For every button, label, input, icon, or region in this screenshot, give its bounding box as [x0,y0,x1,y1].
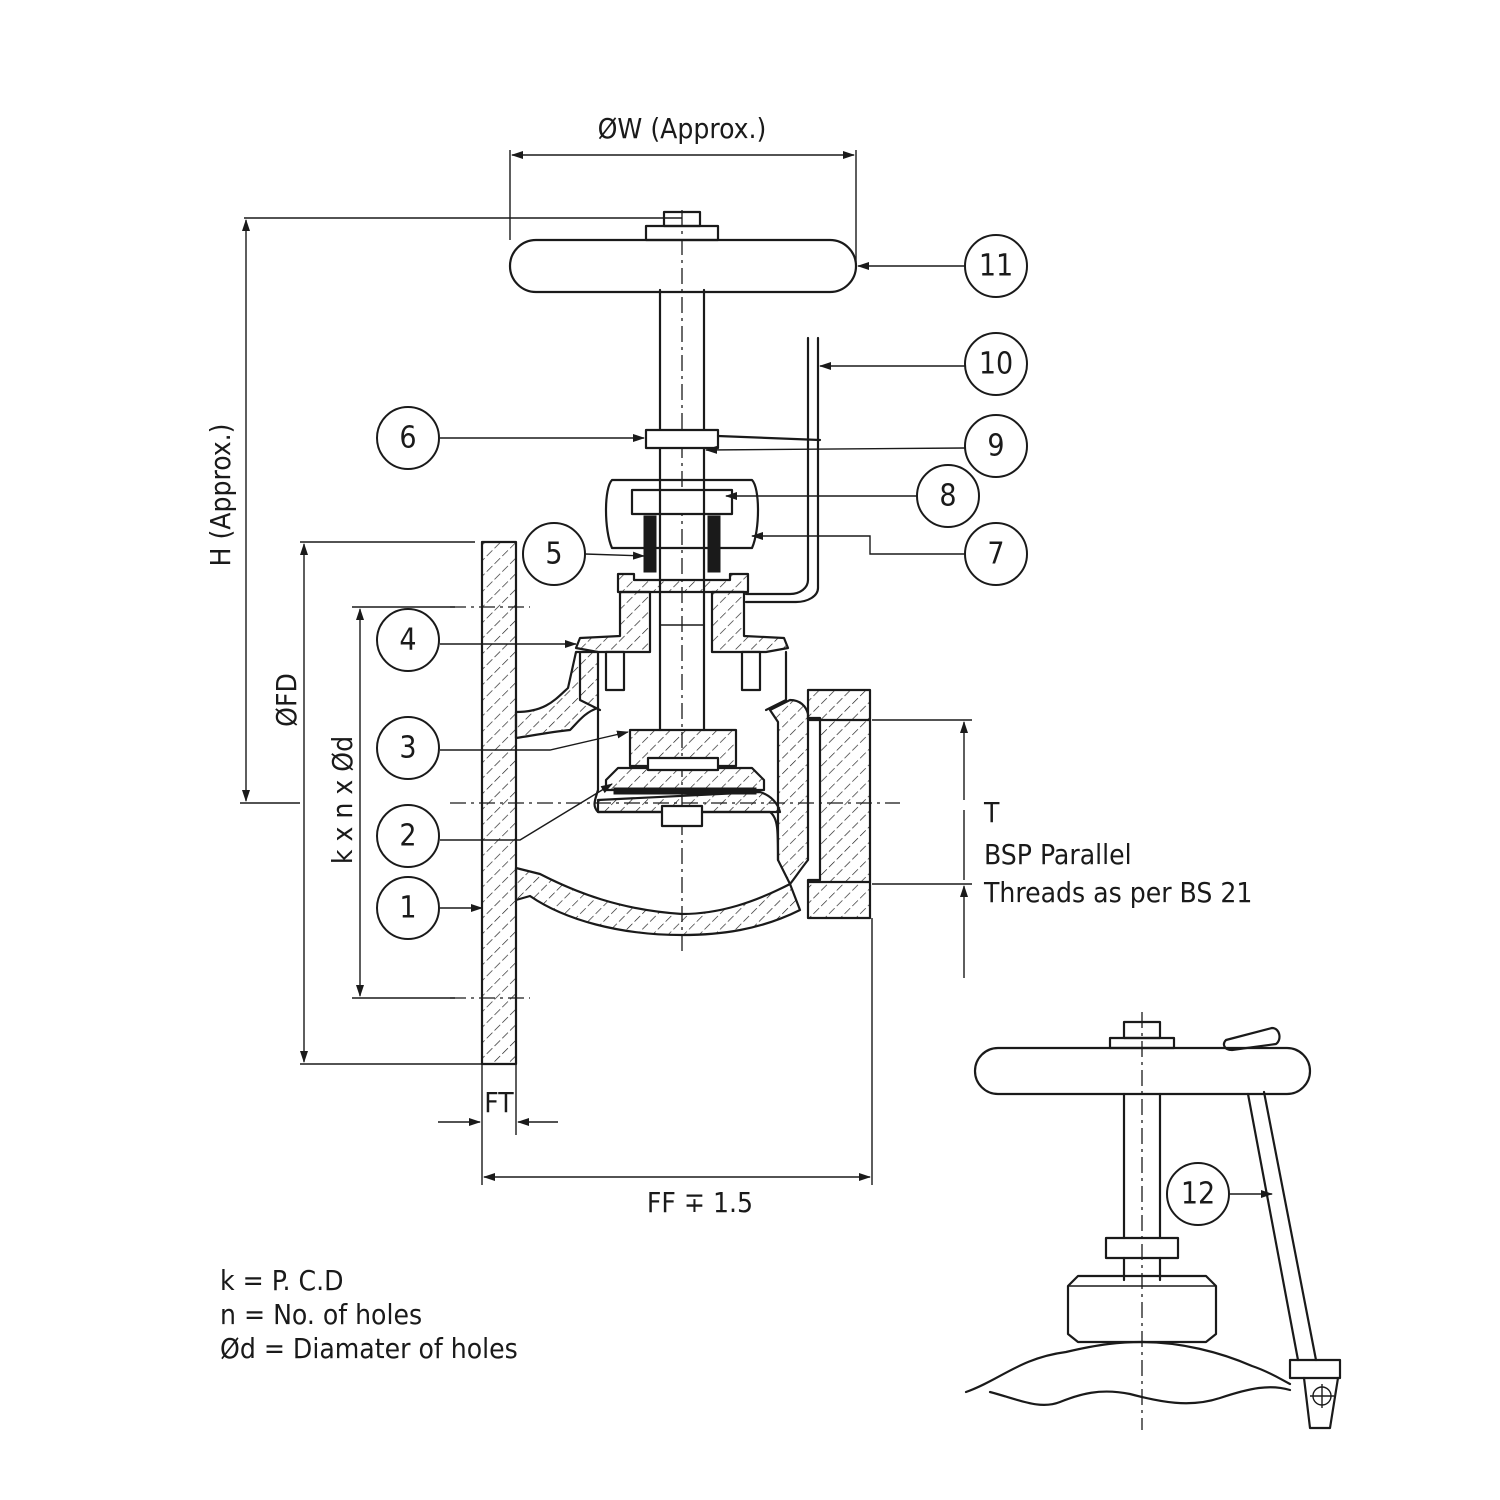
part-balloons: 1 2 3 4 5 6 7 8 9 10 11 12 [376,234,1230,1226]
washer [644,428,720,450]
legend-d: Ød = Diamater of holes [220,1332,518,1365]
svg-text:9: 9 [987,429,1004,464]
thread-spec-line1: BSP Parallel [984,838,1132,871]
valve-section-view [450,210,900,1066]
indicator-plate [744,336,820,604]
detail-view-locking-lever [964,1012,1342,1430]
svg-text:1: 1 [399,891,416,926]
gland-packing [616,488,750,594]
valve-body [514,650,872,937]
bolt-pattern-label: k x n x Ød [326,736,359,864]
legend: k = P. C.D n = No. of holes Ød = Diamate… [220,1264,518,1365]
thread-spec-line2: Threads as per BS 21 [983,876,1252,909]
svg-text:11: 11 [979,249,1013,284]
svg-text:8: 8 [939,479,956,514]
svg-text:5: 5 [545,537,562,572]
part-balloon-3: 3 [376,716,440,780]
flange-diameter-label: ØFD [270,673,303,727]
svg-text:3: 3 [399,731,416,766]
part-balloon-6: 6 [376,406,440,470]
svg-text:6: 6 [399,421,416,456]
part-balloon-4: 4 [376,608,440,672]
face-to-face-label: FF ∓ 1.5 [647,1186,753,1219]
legend-k: k = P. C.D [220,1264,344,1297]
svg-text:12: 12 [1181,1177,1215,1212]
handwheel-diameter-label: ØW (Approx.) [598,112,767,145]
gland-nut [604,478,760,550]
handwheel [508,210,858,294]
leader-lines [440,262,1273,1198]
flange [450,540,530,1066]
part-balloon-1: 1 [376,876,440,940]
svg-text:2: 2 [399,819,416,854]
svg-text:10: 10 [979,347,1013,382]
dimensions: ØW (Approx.) H (Approx.) ØFD k x n x Ød … [204,112,1252,1219]
thread-symbol: T [983,796,1000,829]
svg-text:4: 4 [399,623,416,658]
part-balloon-2: 2 [376,804,440,868]
spindle [658,288,706,732]
svg-text:7: 7 [987,537,1004,572]
part-balloon-10: 10 [964,332,1028,396]
part-balloon-5: 5 [522,522,586,586]
disc [604,728,766,828]
part-balloon-9: 9 [964,414,1028,478]
part-balloon-11: 11 [964,234,1028,298]
height-label: H (Approx.) [204,423,237,566]
part-balloon-8: 8 [916,464,980,528]
part-balloon-7: 7 [964,522,1028,586]
part-balloon-12: 12 [1166,1162,1230,1226]
legend-n: n = No. of holes [220,1298,422,1331]
flange-thickness-label: FT [484,1086,514,1119]
